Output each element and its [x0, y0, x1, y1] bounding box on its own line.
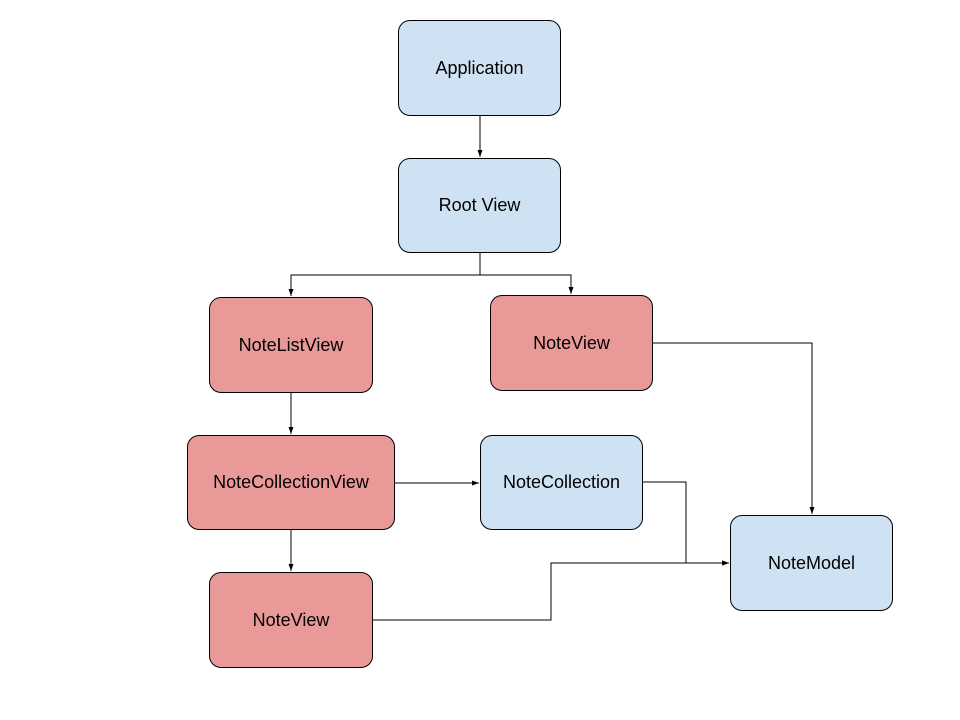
node-root-view: Root View — [398, 158, 561, 253]
node-label: NoteCollectionView — [213, 472, 369, 492]
node-label: NoteView — [252, 609, 330, 630]
edge-root-view-to-note-view — [480, 274, 574, 294]
node-label: NoteModel — [767, 552, 856, 573]
node-note-collection-view: NoteCollectionView — [187, 435, 395, 530]
node-label: Application — [435, 57, 524, 78]
node-note-model: NoteModel — [730, 515, 893, 611]
node-note-view-child: NoteView — [209, 572, 373, 668]
node-label: NoteView — [533, 332, 610, 353]
node-note-collection: NoteCollection — [480, 435, 643, 530]
node-note-view: NoteView — [490, 295, 653, 391]
node-note-list-view: NoteListView — [209, 297, 373, 393]
node-label: Root View — [438, 195, 521, 215]
edge-note-view-bottom-to-note-model — [373, 560, 729, 621]
edge-note-view-top-to-note-model — [653, 342, 815, 514]
node-application: Application — [398, 20, 561, 116]
node-label: NoteListView — [238, 334, 344, 355]
edge-note-collection-to-note-model — [643, 481, 729, 566]
edge-root-view-to-note-list-view — [288, 253, 481, 296]
node-label: NoteCollection — [502, 472, 621, 492]
